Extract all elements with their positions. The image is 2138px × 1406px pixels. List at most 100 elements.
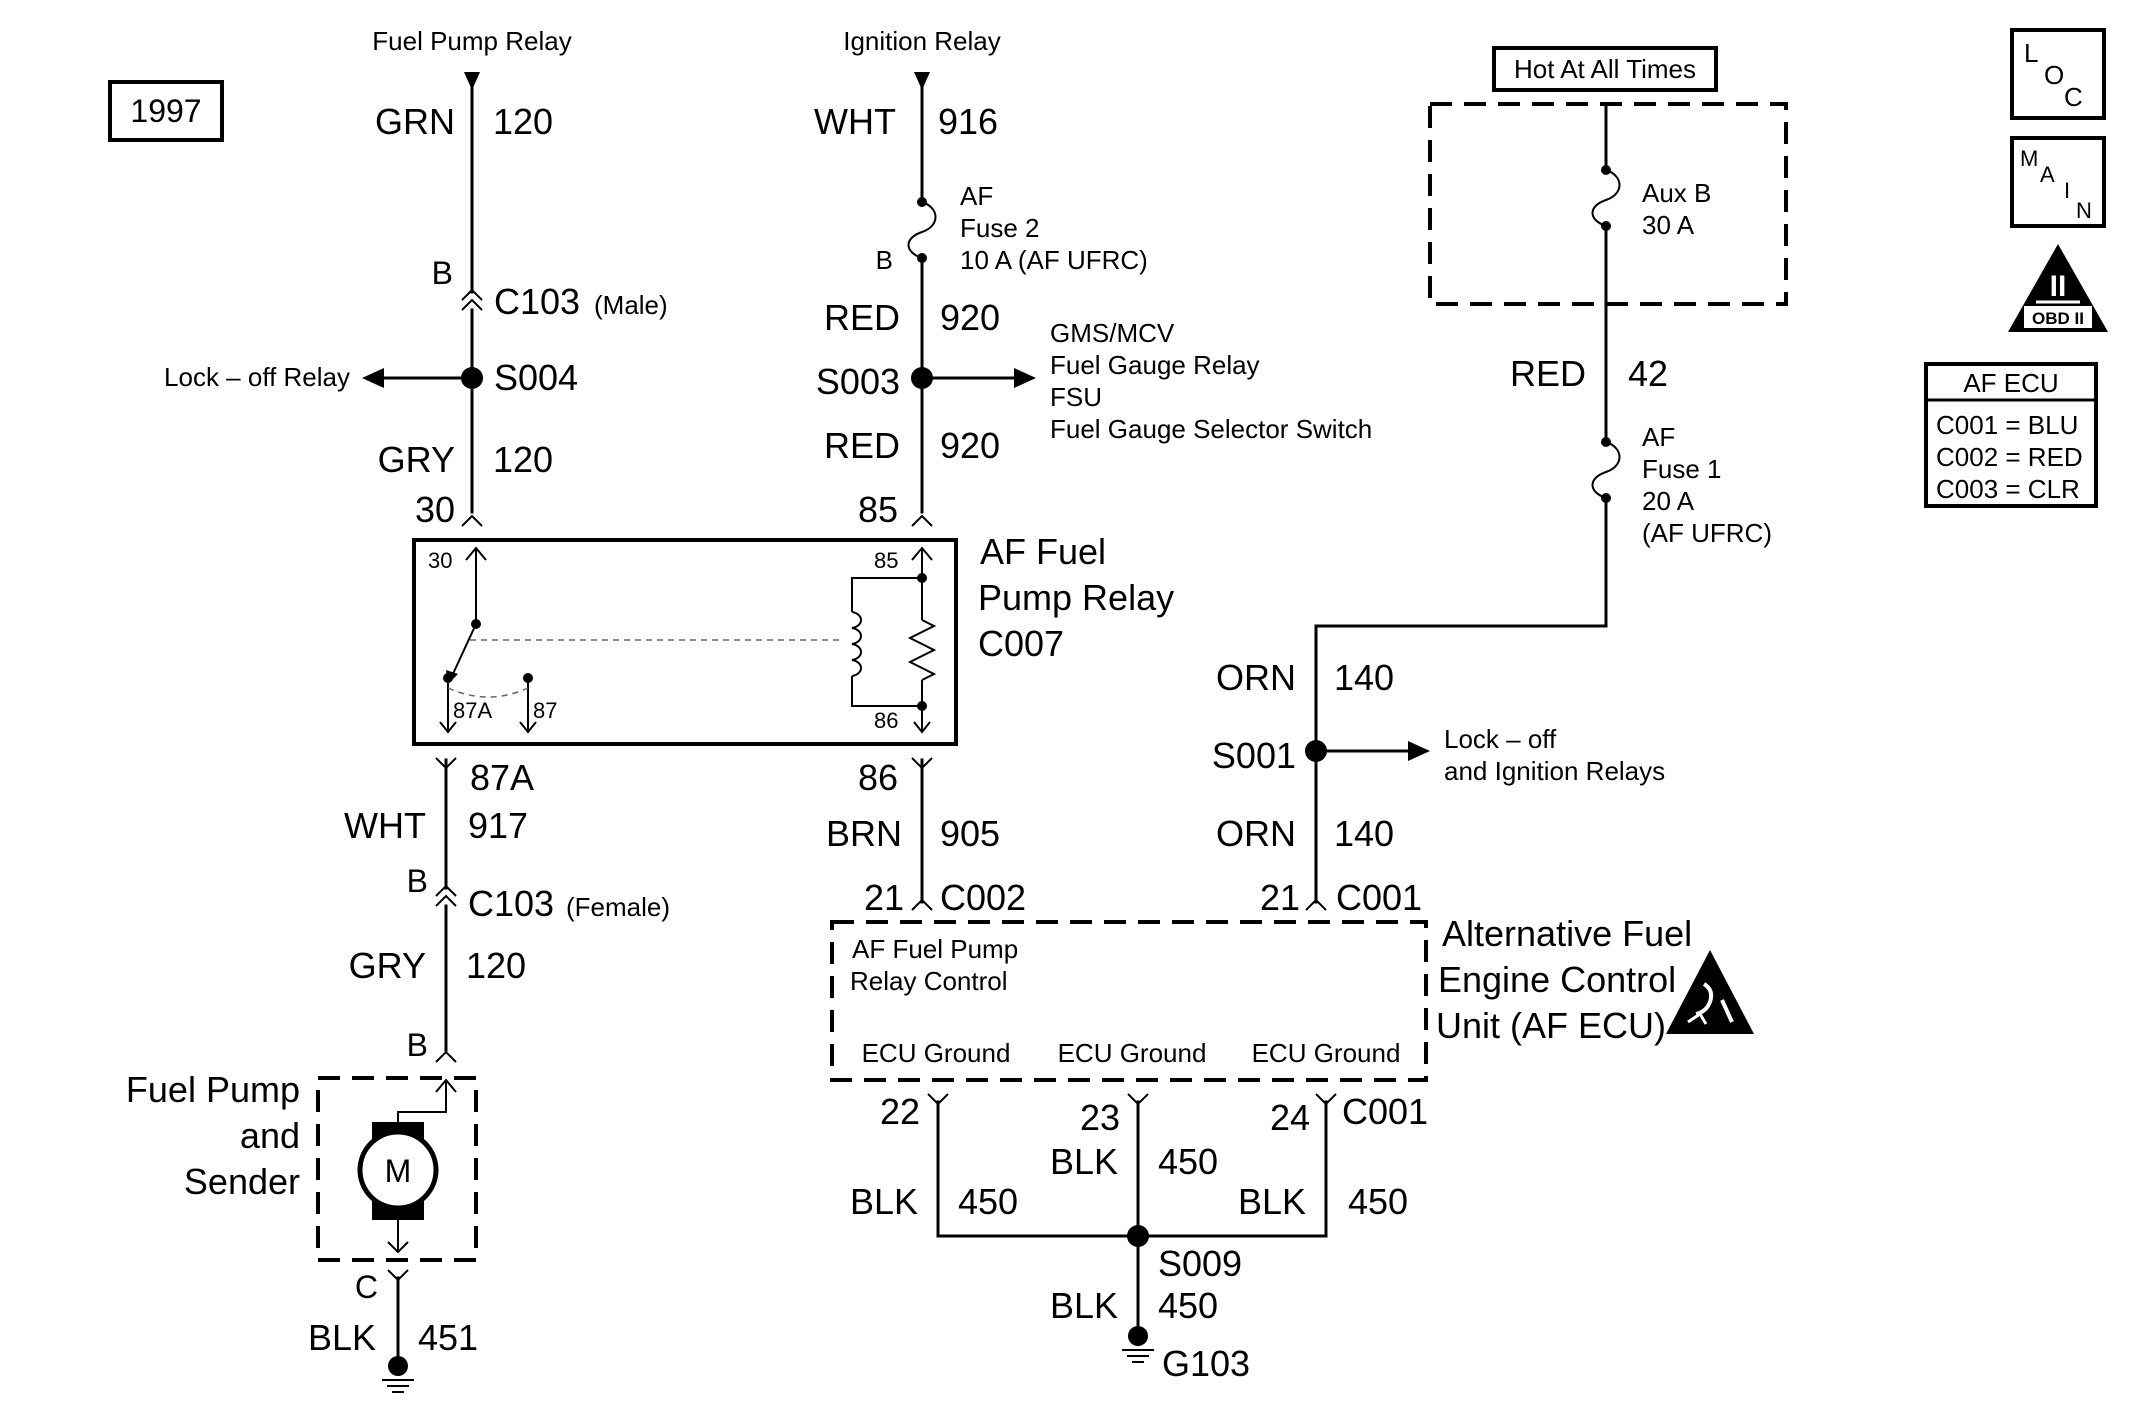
- wire-color: BRN: [826, 813, 902, 854]
- splice-destination-1: GMS/MCV: [1050, 318, 1175, 348]
- connector-c103-female-icon: [435, 884, 457, 907]
- fuse-box: (AF UFRC): [1642, 518, 1772, 548]
- main-letter: N: [2076, 198, 2092, 223]
- circuit-fuel-pump-feed: 87A WHT 917 B C103 (Female) GRY 120 B M …: [126, 757, 670, 1393]
- splice-name: S001: [1212, 735, 1296, 776]
- relay-pin-87a: 87A: [453, 698, 492, 723]
- wire-number: 450: [1348, 1181, 1408, 1222]
- relay-pin-87: 87: [533, 698, 557, 723]
- ecu-pin: 24: [1270, 1097, 1310, 1138]
- year-text: 1997: [130, 93, 201, 129]
- ecu-ground-label: ECU Ground: [862, 1038, 1011, 1068]
- relay-pin: 86: [858, 757, 898, 798]
- wire-number: 451: [418, 1317, 478, 1358]
- ecu-pin: 22: [880, 1091, 920, 1132]
- fuse-2-icon: [907, 197, 937, 263]
- splice-name: S009: [1158, 1243, 1242, 1284]
- wire-number: 120: [493, 439, 553, 480]
- hot-label: Hot At All Times: [1514, 54, 1696, 84]
- fuse-rating: 20 A: [1642, 486, 1695, 516]
- splice-destination-1: Lock – off: [1444, 724, 1557, 754]
- splice-destination-2: Fuel Gauge Relay: [1050, 350, 1260, 380]
- wire-number: 916: [938, 101, 998, 142]
- circuit-battery-feed: Hot At All Times Aux B 30 A RED 42 AF Fu…: [1212, 46, 1788, 918]
- legend-title: AF ECU: [1963, 368, 2058, 398]
- wire-color: GRN: [375, 101, 455, 142]
- fuse-name: AF: [1642, 422, 1675, 452]
- wire-color: GRY: [349, 945, 426, 986]
- fuse-line2: Fuse 1: [1642, 454, 1722, 484]
- fuse-block-box: [1428, 102, 1788, 306]
- wire-color: RED: [824, 297, 900, 338]
- relay-pin-86: 86: [874, 708, 898, 733]
- ecu-name-1: Alternative Fuel: [1442, 913, 1692, 954]
- wire-color: BLK: [1238, 1181, 1306, 1222]
- ecu-inner-1: AF Fuel Pump: [852, 934, 1018, 964]
- wire-color: ORN: [1216, 657, 1296, 698]
- connector-icon: [435, 1050, 457, 1063]
- pump-pin: B: [407, 1027, 428, 1063]
- splice-destination-4: Fuel Gauge Selector Switch: [1050, 414, 1372, 444]
- motor-label: M: [385, 1153, 412, 1189]
- relay-title-3: C007: [978, 623, 1064, 664]
- fuse-line2: Fuse 2: [960, 213, 1040, 243]
- relay-pin: 30: [415, 489, 455, 530]
- loc-letter: C: [2064, 82, 2083, 112]
- wire-color: WHT: [344, 805, 426, 846]
- wire-color: RED: [1510, 353, 1586, 394]
- connector-pin: B: [432, 255, 453, 291]
- legend-row: C003 = CLR: [1936, 474, 2080, 504]
- wire-color: BLK: [1050, 1285, 1118, 1326]
- wire-number: 905: [940, 813, 1000, 854]
- wire-number: 450: [958, 1181, 1018, 1222]
- source-label: Fuel Pump Relay: [372, 26, 571, 56]
- pump-label-1: Fuel Pump: [126, 1069, 300, 1110]
- connector-icon: [911, 898, 933, 911]
- circuit-ecu-grounds: 22 23 24 C001 BLK 450 BLK 450 BLK 450 S0…: [850, 1091, 1428, 1384]
- main-letter: M: [2020, 146, 2038, 171]
- fuse-1-icon: [1591, 437, 1621, 503]
- ecu-connector: C001: [1342, 1091, 1428, 1132]
- circuit-relay-control: 86 BRN 905 21 C002: [826, 757, 1026, 918]
- wire-color: WHT: [814, 101, 896, 142]
- ecu-pin: 23: [1080, 1097, 1120, 1138]
- connector-icon: [1305, 898, 1327, 911]
- ground-icon: [1122, 1326, 1154, 1363]
- splice-destination-2: and Ignition Relays: [1444, 756, 1665, 786]
- ecu-ground-label: ECU Ground: [1058, 1038, 1207, 1068]
- fuse-pin: B: [876, 245, 893, 275]
- ecu-pin: 21: [864, 877, 904, 918]
- main-badge: M A I N: [2010, 136, 2106, 228]
- wire-number: 140: [1334, 813, 1394, 854]
- fuse-aux-b-icon: [1591, 165, 1621, 231]
- loc-badge: L O C: [2010, 28, 2106, 120]
- splice-destination: Lock – off Relay: [164, 362, 350, 392]
- loc-letter: O: [2044, 60, 2064, 90]
- fuse-name: AF: [960, 181, 993, 211]
- connector-gender: (Male): [594, 290, 668, 320]
- wire-number: 450: [1158, 1285, 1218, 1326]
- year-badge: 1997: [108, 80, 224, 142]
- wire-number: 120: [466, 945, 526, 986]
- wire-number: 120: [493, 101, 553, 142]
- splice-name: S003: [816, 361, 900, 402]
- wire-color: RED: [824, 425, 900, 466]
- connector-icon: [461, 514, 483, 527]
- wire-number: 920: [940, 425, 1000, 466]
- loc-letter: L: [2024, 38, 2038, 68]
- pump-label-3: Sender: [184, 1161, 300, 1202]
- arrow-right-icon: [1014, 368, 1036, 388]
- fuse-rating: 30 A: [1642, 210, 1695, 240]
- wire-color: BLK: [308, 1317, 376, 1358]
- relay-title-1: AF Fuel: [980, 531, 1106, 572]
- wire-number: 450: [1158, 1141, 1218, 1182]
- connector-name: C103: [468, 883, 554, 924]
- source-label: Ignition Relay: [843, 26, 1001, 56]
- wire-number: 140: [1334, 657, 1394, 698]
- ecu-connector-legend: AF ECU C001 = BLU C002 = RED C003 = CLR: [1924, 362, 2098, 508]
- legend-row: C001 = BLU: [1936, 410, 2078, 440]
- fuse-rating: 10 A (AF UFRC): [960, 245, 1148, 275]
- wire-color: GRY: [378, 439, 455, 480]
- pump-label-2: and: [240, 1115, 300, 1156]
